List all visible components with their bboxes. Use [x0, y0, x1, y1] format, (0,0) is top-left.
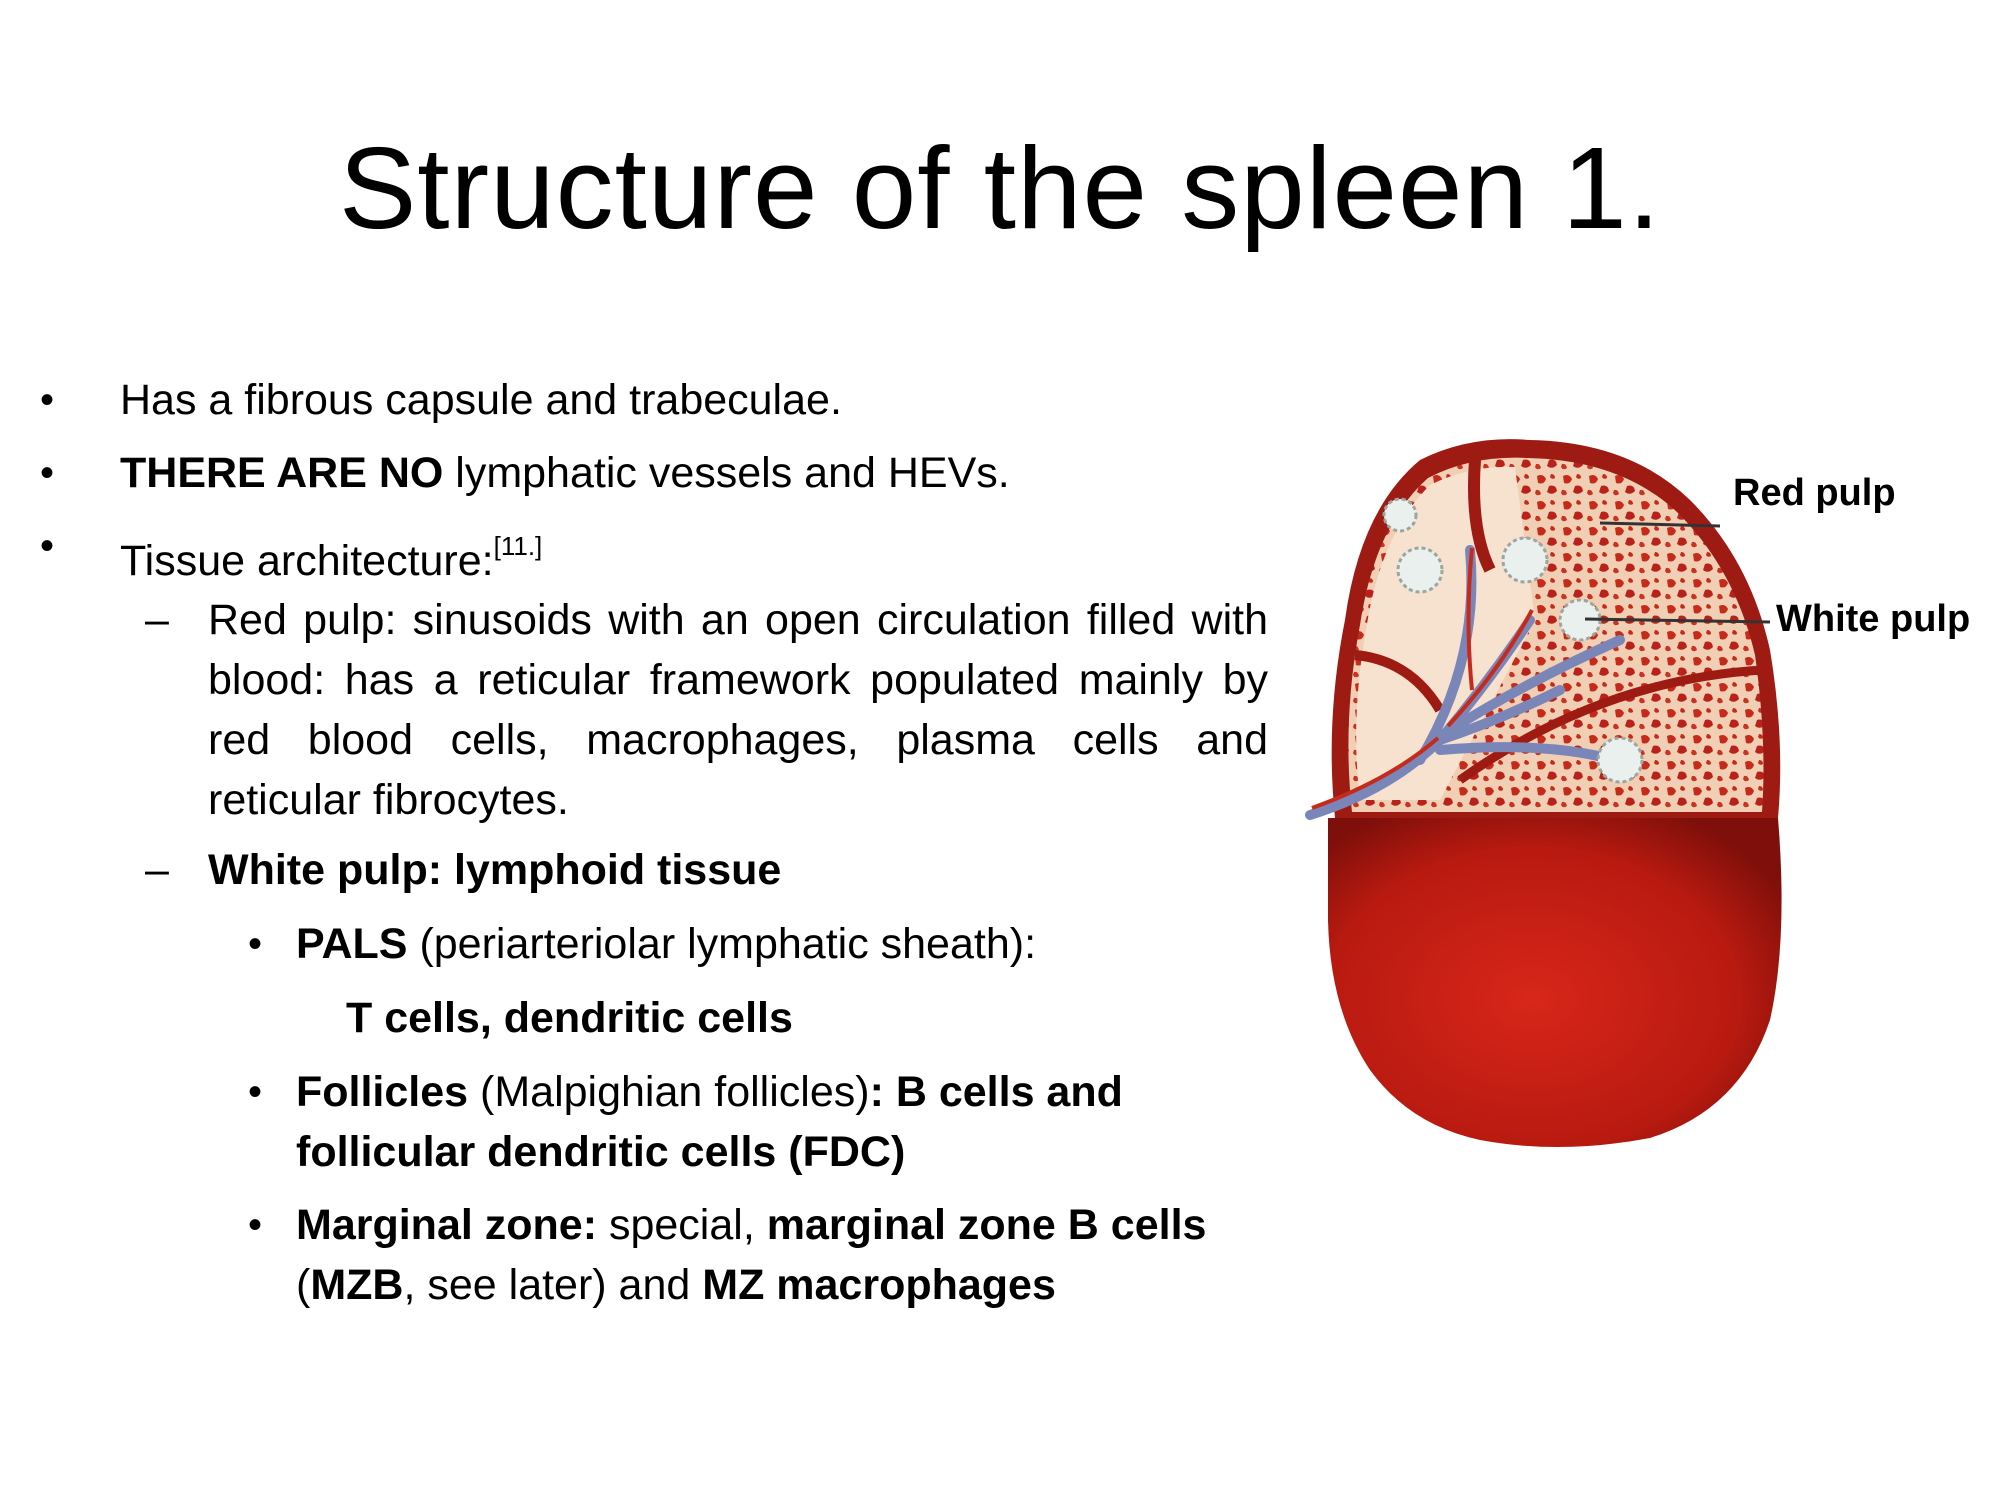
bullet-marker: •	[248, 1203, 263, 1247]
pals-item: PALS (periarteriolar lymphatic sheath):	[296, 920, 1037, 968]
bullet-fibrous-capsule: Has a fibrous capsule and trabeculae.	[120, 376, 842, 424]
marginal-zone-item: Marginal zone: special, marginal zone B …	[296, 1201, 1207, 1249]
red-pulp-description: Red pulp: sinusoids with an open circula…	[208, 596, 1268, 824]
bullet-no-lymphatic: THERE ARE NO lymphatic vessels and HEVs.	[120, 449, 1010, 497]
bullet-tissue-architecture: Tissue architecture:[11.]	[120, 531, 543, 585]
bullet-marker: •	[40, 451, 55, 495]
white-pulp-label: White pulp	[1776, 598, 1971, 640]
bullet-marker: •	[40, 378, 55, 422]
spleen-outer-surface	[1328, 818, 1782, 1148]
white-pulp-heading: White pulp: lymphoid tissue	[208, 846, 782, 894]
marginal-zone-line2: (MZB, see later) and MZ macrophages	[296, 1261, 1056, 1309]
spleen-illustration: Red pulp White pulp	[1300, 420, 2000, 1210]
follicles-cells: follicular dendritic cells (FDC)	[296, 1128, 906, 1176]
page-title: Structure of the spleen 1.	[338, 123, 1662, 253]
dash-marker: –	[145, 846, 169, 894]
follicles-item: Follicles (Malpighian follicles): B cell…	[296, 1068, 1123, 1116]
pals-cells: T cells, dendritic cells	[346, 994, 793, 1042]
spleen-drawing	[1305, 439, 1782, 1148]
dash-marker: –	[145, 596, 169, 644]
bullet-marker: •	[40, 524, 55, 568]
bullet-marker: •	[248, 1070, 263, 1114]
splenic-vessels	[1305, 545, 1635, 820]
bullet-marker: •	[248, 922, 263, 966]
red-pulp-label: Red pulp	[1733, 472, 1896, 514]
